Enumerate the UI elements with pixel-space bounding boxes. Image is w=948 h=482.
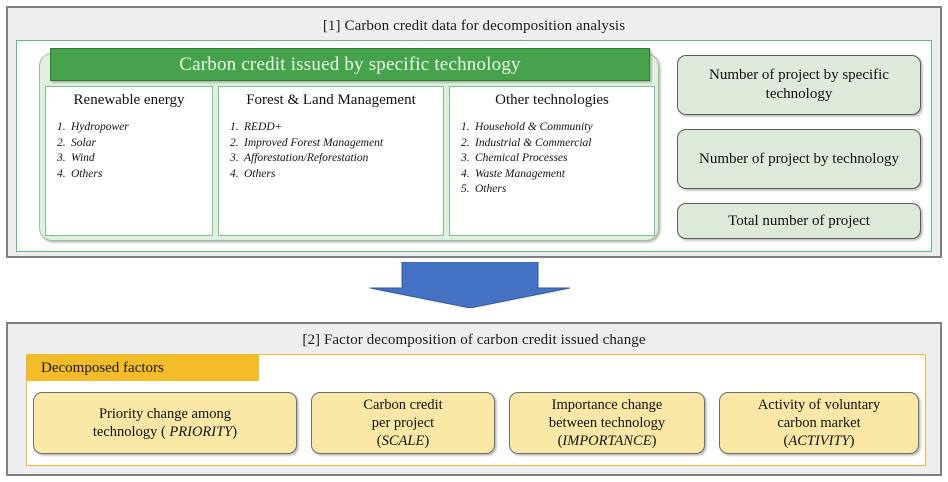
list-item: 3.Chemical Processes [461,152,568,164]
factor-code: IMPORTANCE [562,433,652,449]
list-item: 1.Hydropower [57,121,129,133]
factor-box-group: Priority change among technology ( PRIOR… [33,389,921,457]
technology-columns: Renewable energy 1.Hydropower 2.Solar 3.… [45,86,655,236]
factor-code: SCALE [381,433,425,449]
list-item: 4.Others [230,167,276,180]
factor-line-2: carbon market [777,415,861,431]
factor-line-1: Priority change among [98,406,232,422]
factor-line-2: technology ( [92,424,170,440]
metric-box-number-of-project-by-specific-technology: Number of project by specific technology [677,55,921,115]
column-title: Forest & Land Management [246,92,416,108]
block-1-title: [1] Carbon credit data for decomposition… [322,18,626,34]
list-item: 4.Others [57,167,103,180]
metric-box-group: Number of project by specific technology… [677,55,921,239]
technology-column-other-technologies: Other technologies 1.Household & Communi… [449,86,655,236]
list-item: 3.Wind [57,152,95,164]
factor-box-importance: Importance change between technology (IM… [509,392,705,454]
list-item: 3.Afforestation/Reforestation [230,152,369,164]
technology-column-forest-land-management: Forest & Land Management 1.REDD+ 2.Impro… [218,86,444,236]
column-title: Renewable energy [73,92,185,108]
metric-box-total-number-of-project: Total number of project [677,203,921,239]
technology-group-header: Carbon credit issued by specific technol… [50,48,650,81]
factor-code: PRIORITY [169,424,233,440]
list-item: 2.Improved Forest Management [230,136,384,149]
column-item-list: 1.Household & Community 2.Industrial & C… [453,120,651,198]
column-item-list: 1.REDD+ 2.Improved Forest Management 3.A… [222,120,440,182]
metric-box-number-of-project-by-technology: Number of project by technology [677,129,921,189]
list-item: 2.Industrial & Commercial [461,136,592,149]
factor-code: ACTIVITY [788,433,850,449]
list-item: 2.Solar [57,136,96,149]
green-data-frame: Carbon credit issued by specific technol… [16,40,932,252]
list-item: 1.REDD+ [230,121,283,133]
factor-line-1: Activity of voluntary [757,397,881,413]
column-title: Other technologies [495,92,609,108]
list-item: 4.Waste Management [461,167,565,180]
decomposed-factors-header: Decomposed factors [27,355,259,381]
factor-line-2: per project [371,415,435,431]
block-1-carbon-credit-data: [1] Carbon credit data for decomposition… [6,6,942,258]
block-2-factor-decomposition: [2] Factor decomposition of carbon credi… [6,322,942,476]
list-item: 1.Household & Community [461,121,593,133]
factor-box-activity: Activity of voluntary carbon market (ACT… [719,392,919,454]
technology-group-panel: Carbon credit issued by specific technol… [39,48,659,241]
factor-line-1: Carbon credit [363,397,443,413]
factor-line-1: Importance change [551,397,663,413]
yellow-factors-frame: Decomposed factors Priority change among… [26,354,926,466]
factor-box-scale: Carbon credit per project (SCALE) [311,392,495,454]
down-arrow-icon [369,261,571,309]
technology-column-renewable-energy: Renewable energy 1.Hydropower 2.Solar 3.… [45,86,213,236]
column-item-list: 1.Hydropower 2.Solar 3.Wind 4.Others [49,120,209,182]
block-2-title: [2] Factor decomposition of carbon credi… [302,332,646,348]
list-item: 5.Others [461,183,507,195]
factor-line-2: between technology [548,415,666,431]
factor-line-3: ) [232,424,238,440]
factor-box-priority: Priority change among technology ( PRIOR… [33,392,297,454]
